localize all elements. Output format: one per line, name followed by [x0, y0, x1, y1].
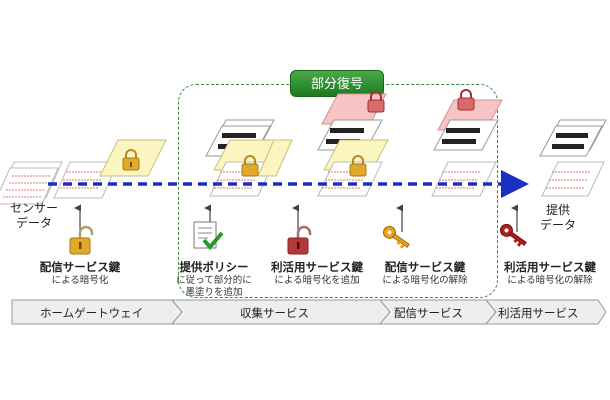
open-lock-icon: [69, 225, 94, 255]
provided-data-label-line2: データ: [539, 218, 576, 232]
sensor-data-label: センサー データ: [6, 201, 62, 231]
gold-key-icon: [382, 225, 410, 249]
provided-data-label-line1: 提供: [545, 203, 570, 217]
provided-data-label: 提供 データ: [532, 203, 584, 233]
step-3: 利活用サービス鍵 による暗号化を追加: [262, 259, 372, 287]
sensor-data-label-line2: データ: [15, 216, 52, 230]
step-3-desc: による暗号化を追加: [274, 275, 360, 286]
step-1: 配信サービス鍵 による暗号化: [30, 259, 130, 287]
red-lock-icon: [457, 89, 475, 111]
stage-band: [11, 299, 607, 325]
masked-sheet-col3: [205, 119, 293, 197]
step-5-title: 利活用サービス鍵: [504, 260, 596, 274]
open-red-lock-icon: [287, 225, 312, 255]
step-1-title: 配信サービス鍵: [39, 260, 121, 274]
lock-icon: [122, 149, 140, 171]
provided-data-sheets: [539, 119, 607, 197]
step-2: 提供ポリシー に従って部分的に 墨塗りを追加: [164, 259, 264, 299]
sensor-data-sheet: [0, 161, 63, 205]
stage-collection-service: 収集サービス: [240, 306, 309, 320]
step-5-desc: による暗号化の解除: [507, 275, 593, 286]
step-3-title: 利活用サービス鍵: [271, 260, 363, 274]
sensor-data-label-line1: センサー: [9, 201, 58, 215]
encrypted-sheet-col2: [53, 139, 167, 199]
step-2-desc-line2: 墨塗りを追加: [185, 287, 243, 298]
step-5: 利活用サービス鍵 による暗号化の解除: [494, 259, 606, 287]
stage-distribution-service: 配信サービス: [394, 306, 463, 320]
step-1-desc: による暗号化: [51, 275, 109, 286]
red-key-icon: [499, 223, 527, 247]
lock-icon: [349, 155, 367, 177]
stage-utilization-service: 利活用サービス: [498, 306, 579, 320]
red-lock-icon: [367, 91, 385, 113]
step-4-title: 配信サービス鍵: [384, 260, 466, 274]
policy-document-icon: [193, 221, 224, 251]
step-2-title: 提供ポリシー: [179, 260, 249, 274]
stage-home-gateway: ホームゲートウェイ: [40, 306, 144, 320]
step-2-desc-line1: に従って部分的に: [176, 275, 252, 286]
step-4: 配信サービス鍵 による暗号化の解除: [370, 259, 480, 287]
sheet-stack-col5: [431, 99, 503, 197]
step-4-desc: による暗号化の解除: [382, 275, 468, 286]
lock-icon: [241, 155, 259, 177]
